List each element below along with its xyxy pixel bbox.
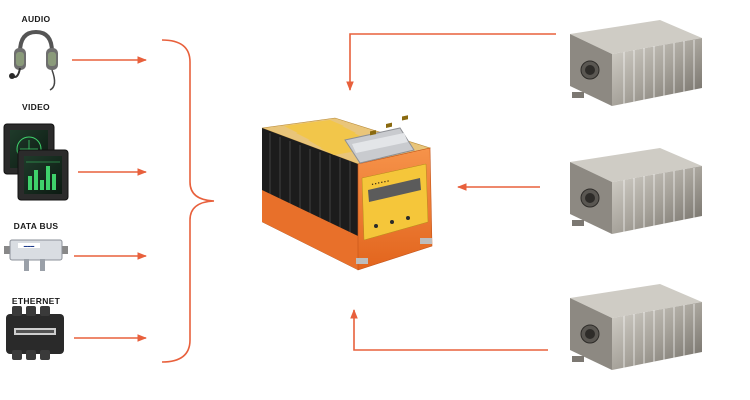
remote-acquisition-unit-icon [570, 20, 702, 106]
ethernet-switch-icon [6, 306, 64, 360]
remote-acquisition-unit-icon [570, 284, 702, 370]
data-bus-coupler-icon: ▬▬▬ [4, 239, 68, 271]
remote-arrows [346, 33, 556, 351]
display-monitor-icon [3, 123, 69, 201]
input-brace [161, 39, 215, 363]
svg-text:▪ ▪ ▪ ▪ ▪ ▪: ▪ ▪ ▪ ▪ ▪ ▪ [371, 178, 390, 188]
input-label-audio: AUDIO [22, 14, 51, 24]
svg-text:▬▬▬: ▬▬▬ [24, 244, 35, 248]
remote-unit-3 [570, 284, 702, 370]
input-arrows [72, 56, 147, 342]
remote-unit-1 [570, 20, 702, 106]
input-label-data-bus: DATA BUS [14, 221, 59, 231]
headset-icon [9, 29, 58, 91]
arrow-remote-unit-1 [346, 33, 556, 91]
input-label-ethernet: ETHERNET [12, 296, 61, 306]
flight-recorder-unit-icon: ▪ ▪ ▪ ▪ ▪ ▪ [261, 115, 433, 271]
remote-acquisition-unit-icon [570, 148, 702, 234]
input-label-video: VIDEO [22, 102, 50, 112]
remote-unit-2 [570, 148, 702, 234]
arrow-remote-unit-3 [350, 309, 548, 351]
